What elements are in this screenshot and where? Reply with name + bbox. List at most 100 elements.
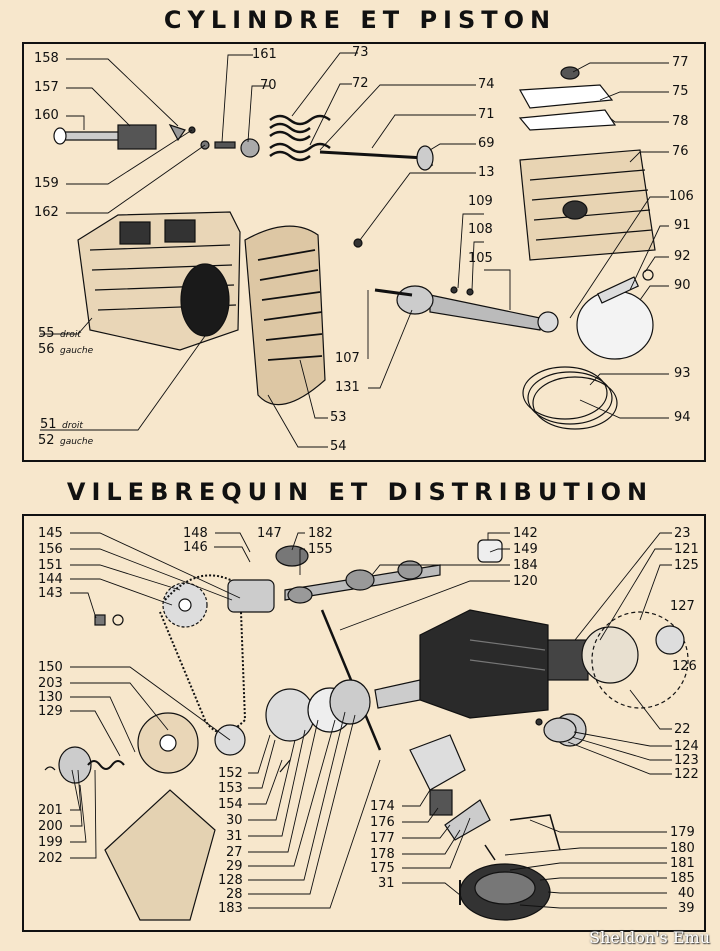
label-71: 71	[478, 107, 495, 122]
label-150: 150	[38, 660, 63, 675]
label-157: 157	[34, 80, 59, 95]
label-73: 73	[352, 45, 369, 60]
label-69: 69	[478, 136, 495, 151]
label-174: 174	[370, 799, 395, 814]
label-143: 143	[38, 586, 63, 601]
label-183: 183	[218, 901, 243, 916]
label-94: 94	[674, 410, 691, 425]
crankshaft-part	[374, 609, 689, 747]
connecting-rod-part	[353, 238, 559, 333]
label-162: 162	[34, 205, 59, 220]
label-148: 148	[183, 526, 208, 541]
label-93: 93	[674, 366, 691, 381]
label-77: 77	[672, 55, 689, 70]
label-52: 52	[38, 433, 55, 448]
label-91: 91	[674, 218, 691, 233]
label-147: 147	[257, 526, 282, 541]
label-106: 106	[669, 189, 694, 204]
watermark: Sheldon's Emu	[589, 928, 710, 947]
label-55: 55	[38, 326, 55, 341]
label-181: 181	[670, 856, 695, 871]
label-159: 159	[34, 176, 59, 191]
label-55-side: droit	[60, 330, 81, 340]
label-127: 127	[670, 599, 695, 614]
label-76: 76	[672, 144, 689, 159]
label-178: 178	[370, 847, 395, 862]
label-154: 154	[218, 797, 243, 812]
cylinder-cover-part	[244, 225, 326, 406]
label-72: 72	[352, 76, 369, 91]
label-22: 22	[674, 722, 691, 737]
label-120: 120	[513, 574, 538, 589]
label-52-side: gauche	[60, 437, 94, 447]
label-54: 54	[330, 439, 347, 454]
label-203: 203	[38, 676, 63, 691]
label-29: 29	[226, 859, 243, 874]
label-200: 200	[38, 819, 63, 834]
label-51-side: droit	[62, 421, 83, 431]
label-146: 146	[183, 540, 208, 555]
label-177: 177	[370, 831, 395, 846]
label-156: 156	[38, 542, 63, 557]
left-cover-part	[44, 614, 216, 921]
label-145: 145	[38, 526, 63, 541]
label-185: 185	[670, 871, 695, 886]
label-75: 75	[672, 84, 689, 99]
label-31-b: 31	[378, 876, 395, 891]
label-90: 90	[674, 278, 691, 293]
label-180: 180	[670, 841, 695, 856]
camshaft-part	[275, 539, 503, 751]
gear-cluster-part	[265, 679, 371, 773]
label-109: 109	[468, 194, 493, 209]
label-123: 123	[674, 753, 699, 768]
timing-chain-part	[137, 574, 275, 774]
label-107: 107	[335, 351, 360, 366]
label-122: 122	[674, 767, 699, 782]
cylinder-top-part	[518, 66, 656, 261]
oil-seals-part	[535, 717, 577, 743]
label-92: 92	[674, 249, 691, 264]
label-202: 202	[38, 851, 63, 866]
label-201: 201	[38, 803, 63, 818]
label-125: 125	[674, 558, 699, 573]
valve-springs	[269, 114, 434, 171]
label-56-side: gauche	[60, 346, 94, 356]
label-129: 129	[38, 704, 63, 719]
label-51: 51	[40, 417, 57, 432]
label-184: 184	[513, 558, 538, 573]
label-161: 161	[252, 47, 277, 62]
label-28: 28	[226, 887, 243, 902]
label-108: 108	[468, 222, 493, 237]
label-152: 152	[218, 766, 243, 781]
label-70: 70	[260, 78, 277, 93]
cylinder-head-part	[77, 211, 241, 351]
label-128: 128	[218, 873, 243, 888]
label-149: 149	[513, 542, 538, 557]
rocker-parts	[53, 123, 260, 158]
label-39: 39	[678, 901, 695, 916]
label-131: 131	[335, 380, 360, 395]
label-142: 142	[513, 526, 538, 541]
label-158: 158	[34, 51, 59, 66]
label-199: 199	[38, 835, 63, 850]
piston-part	[522, 269, 654, 430]
label-74: 74	[478, 77, 495, 92]
label-176: 176	[370, 815, 395, 830]
label-40: 40	[678, 886, 695, 901]
oil-pump-part	[409, 734, 561, 921]
label-23: 23	[674, 526, 691, 541]
label-53: 53	[330, 410, 347, 425]
label-153: 153	[218, 781, 243, 796]
label-31-a: 31	[226, 829, 243, 844]
label-179: 179	[670, 825, 695, 840]
section-title-crankshaft: VILEBREQUIN ET DISTRIBUTION	[66, 478, 654, 506]
label-175: 175	[370, 861, 395, 876]
panel-crankshaft-distribution	[22, 514, 706, 932]
section-title-cylinder: CYLINDRE ET PISTON	[163, 6, 557, 34]
label-121: 121	[674, 542, 699, 557]
label-160: 160	[34, 108, 59, 123]
label-151: 151	[38, 558, 63, 573]
label-130: 130	[38, 690, 63, 705]
